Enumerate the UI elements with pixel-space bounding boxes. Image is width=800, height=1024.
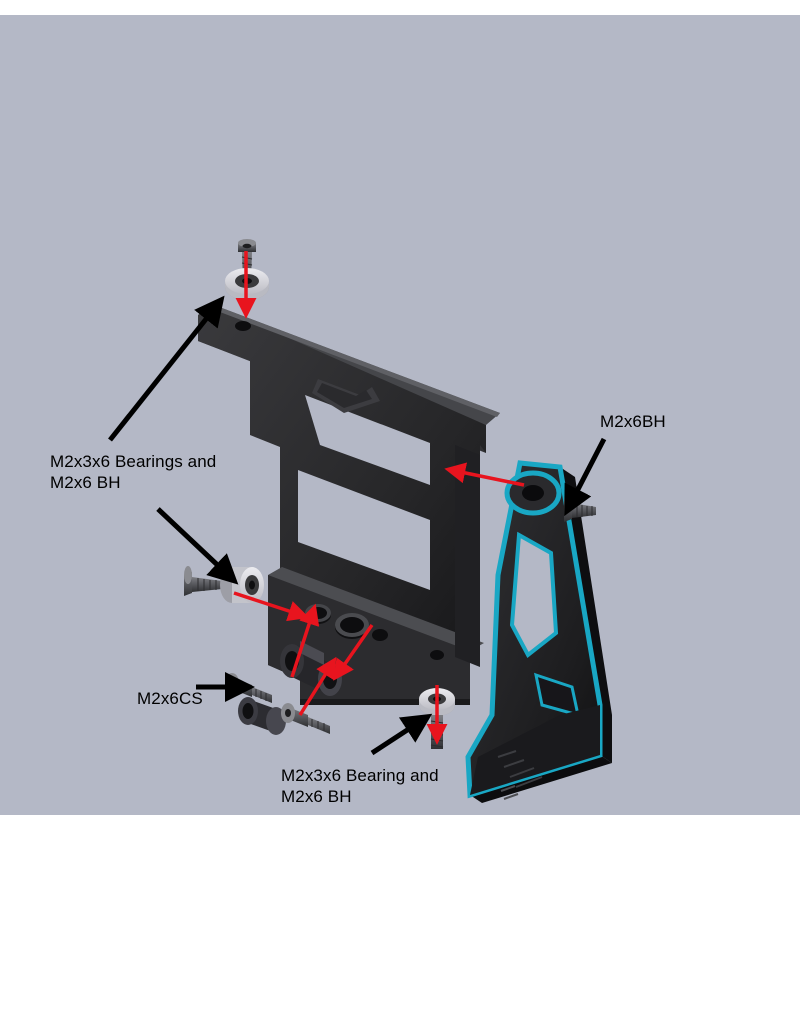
part-bearing-bottom [419,688,455,716]
label-m2x6cs: M2x6CS [137,689,203,708]
part-bearing-left [220,567,264,603]
arrow-red-center-right [333,624,374,681]
diagram-canvas [108,239,612,803]
arrow-red-center-up [290,603,320,678]
exploded-view-diagram: M2x3x6 Bearings and M2x6 BH M2x6BH M2x6C… [0,15,800,815]
arrow-red-to-shaft [298,656,337,716]
label-m2x3x6-bearing-and-m2x6-bh: M2x3x6 Bearing and M2x6 BH [281,766,439,806]
part-spacer [238,697,286,735]
label-m2x3x6-bearings-and-m2x6-bh: M2x3x6 Bearings and M2x6 BH [50,452,217,492]
arrow-black-top-left [108,295,225,442]
label-m2x6bh: M2x6BH [600,412,666,431]
part-upright-arm [465,460,612,803]
part-screw-cs-right [281,703,330,734]
part-screw-left [184,566,222,596]
arrow-red-upright-pivot [444,462,525,487]
arrow-black-bottom-center [370,713,433,756]
arrow-red-left-bearing [233,591,310,622]
arrow-black-m2x6bh [564,437,607,517]
part-main-bracket [198,305,500,705]
arrow-black-mid-left [156,507,239,585]
